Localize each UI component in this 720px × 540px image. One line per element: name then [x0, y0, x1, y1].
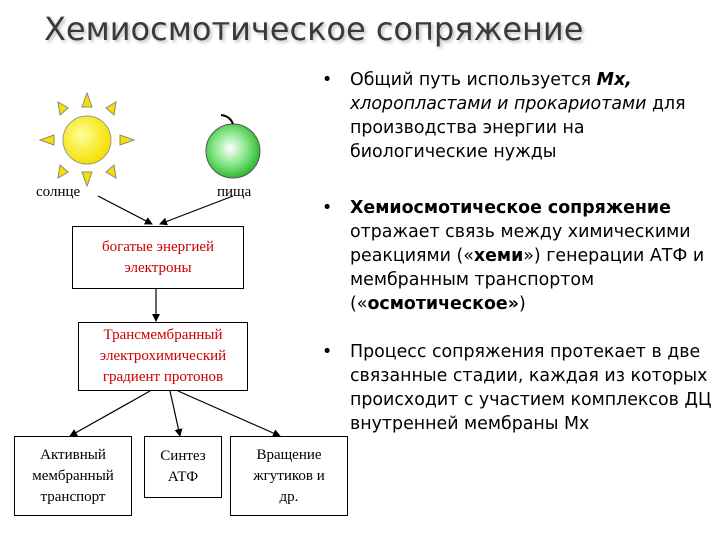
gradient-line-1: Трансмембранный	[103, 327, 223, 343]
bullet-text: Общий путь используется	[350, 70, 597, 90]
bullet-emphasis: осмотическое»	[367, 294, 519, 314]
bullet-text: )	[518, 294, 526, 314]
bullet-marker: •	[322, 70, 333, 90]
bullet-text: отражает связь между химическими реакция…	[350, 222, 691, 266]
flagella-line-3: др.	[279, 488, 299, 505]
bullet-item-pathway: • Общий путь используется Мх, хлоропласт…	[322, 68, 717, 164]
bullet-emphasis: Мх,	[596, 70, 632, 90]
flagella-line-2: жгутиков и	[253, 467, 325, 484]
atp-line-1: Синтез	[160, 448, 206, 464]
flagella-line-1: Вращение	[256, 446, 322, 463]
bullet-item-definition: • Хемиосмотическое сопряжение отражает с…	[322, 196, 717, 316]
bullet-marker: •	[322, 342, 333, 362]
output-box-transport: Активный мембранный транспорт	[14, 436, 132, 516]
electrons-line-1: богатые энергией	[101, 238, 215, 255]
gradient-line-3: градиент протонов	[102, 369, 224, 385]
bullet-emphasis: Хемиосмотическое сопряжение	[350, 198, 671, 218]
food-icon	[205, 114, 261, 179]
food-label: пища	[217, 184, 252, 200]
electrons-line-2: электроны	[124, 259, 192, 276]
output-box-flagella: Вращение жгутиков и др.	[230, 436, 348, 516]
bullet-marker: •	[322, 198, 333, 218]
bullet-text: ») генерации АТФ и мембранным транспорто…	[350, 246, 705, 314]
sun-label: солнце	[36, 184, 81, 200]
bullet-emphasis: хеми	[473, 246, 524, 266]
transport-line-2: мембранный	[32, 467, 114, 484]
electrons-box: богатые энергией электроны	[72, 226, 244, 289]
bullet-list: • Общий путь используется Мх, хлоропласт…	[322, 68, 717, 436]
slide-title: Хемиосмотическое сопряжение	[44, 10, 584, 48]
output-box-atp: Синтез АТФ	[144, 436, 222, 498]
gradient-line-2: электрохимический	[99, 348, 227, 364]
transport-line-1: Активный	[40, 446, 106, 463]
atp-line-2: АТФ	[167, 469, 199, 485]
bullet-text: Процесс сопряжения протекает в две связа…	[350, 342, 712, 434]
bullet-emphasis: хлоропластами и прокариотами	[350, 94, 647, 114]
bullet-item-stages: • Процесс сопряжения протекает в две свя…	[322, 340, 717, 436]
gradient-box: Трансмембранный электрохимический градие…	[78, 322, 248, 391]
bullet-text: для производства энергии на биологически…	[350, 94, 686, 162]
sun-icon	[38, 91, 136, 188]
transport-line-3: транспорт	[40, 488, 106, 505]
